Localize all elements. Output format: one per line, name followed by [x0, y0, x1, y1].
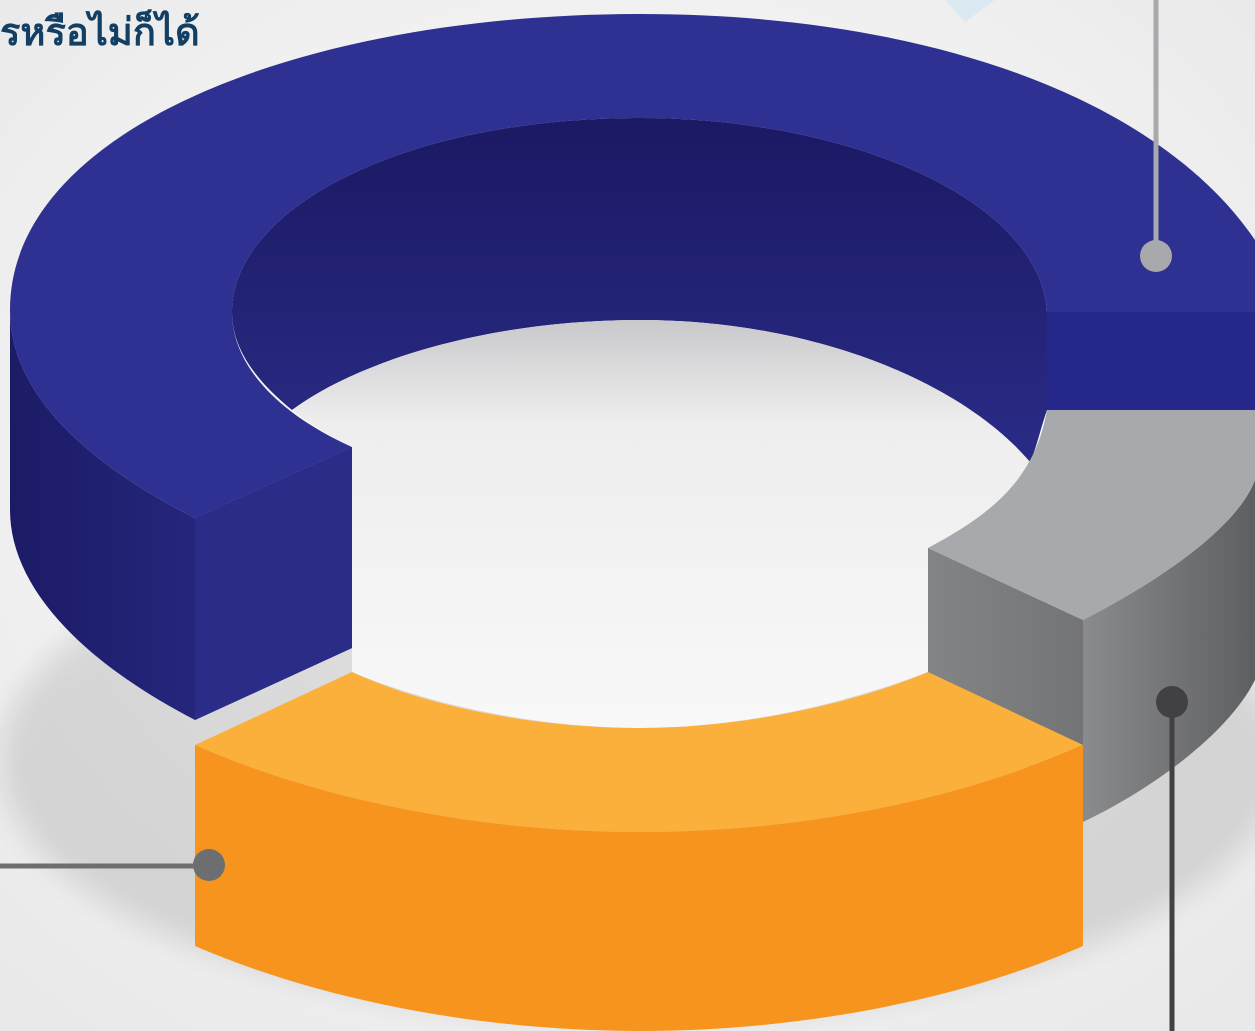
- top-decoration: [945, 0, 995, 22]
- orange-top: [195, 672, 1083, 832]
- blue-top: [10, 14, 1255, 518]
- blue-end-face: [1047, 312, 1255, 410]
- gray-top: [928, 410, 1255, 620]
- blue-segment: [10, 14, 1255, 720]
- orange-connector-dot: [193, 849, 225, 881]
- heading-text: รหรือไม่ก็ได้: [0, 10, 200, 54]
- gray-outer-side: [1083, 480, 1255, 822]
- orange-front-side: [195, 745, 1083, 1031]
- orange-segment: [195, 672, 1083, 1031]
- blue-inner-wall: [232, 118, 1047, 462]
- ring-hole: [292, 320, 1030, 728]
- blue-connector-dot: [1140, 240, 1172, 272]
- gray-connector-dot: [1156, 686, 1188, 718]
- blue-cut-face: [195, 447, 352, 720]
